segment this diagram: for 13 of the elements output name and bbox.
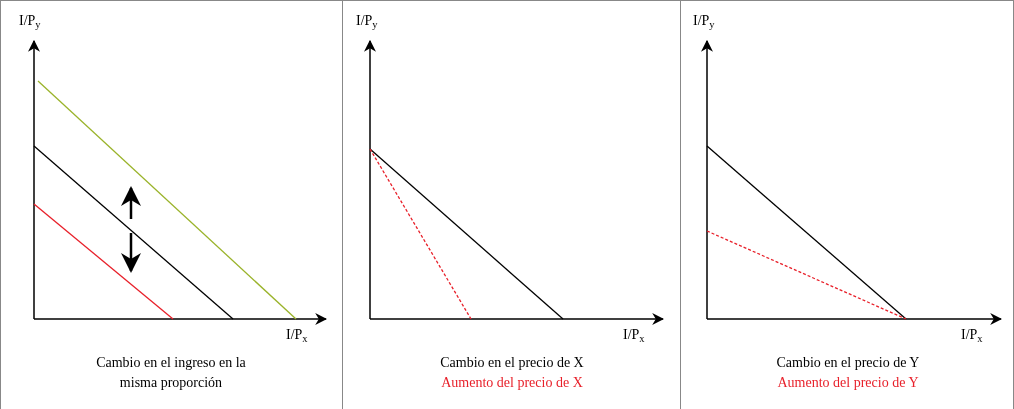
panel-label: Aumento del precio de X [440,374,584,392]
panel-label: Cambio en el precio de Y [775,354,921,372]
graph-panel [0,0,343,409]
panel-label: Cambio en el precio de X [439,354,585,372]
graph-panel [680,0,1014,409]
axis-label: I/P$_{x}$ [623,326,645,345]
axis-label: I/P$_{x}$ [286,326,308,345]
axis-label: I/P$_{y}$ [693,12,715,31]
panel-label: Aumento del precio de Y [776,374,920,392]
axis-label: I/P$_{y}$ [19,12,41,31]
axis-label: I/P$_{x}$ [961,326,983,345]
axis-label: I/P$_{y}$ [356,12,378,31]
panel-label: Cambio en el ingreso en la misma proporción [95,354,247,392]
